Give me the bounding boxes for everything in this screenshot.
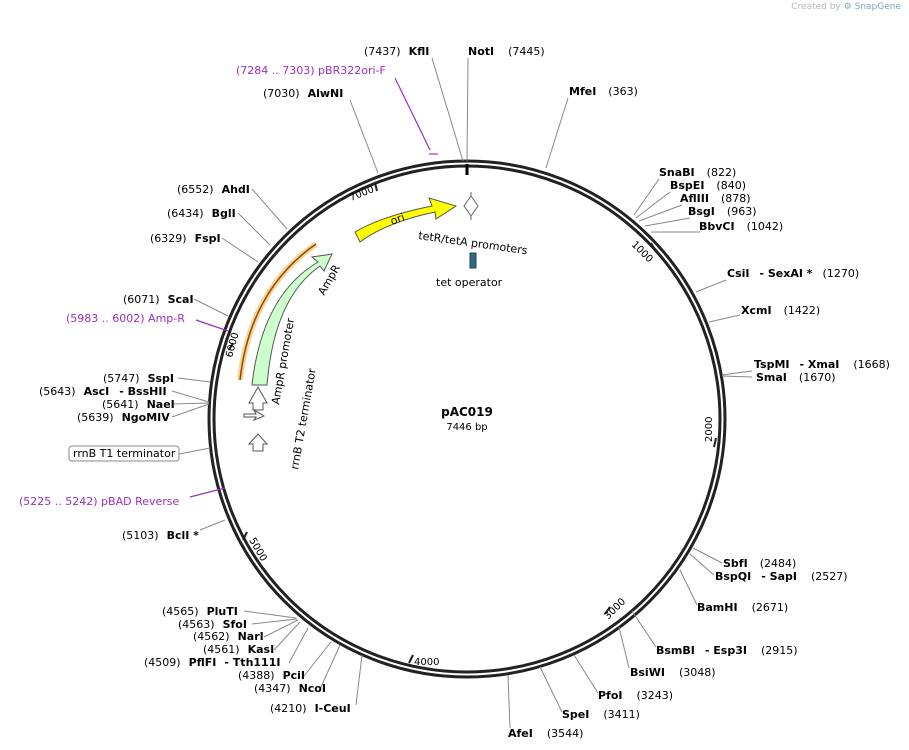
site-bbvci: BbvCI(1042) (699, 220, 783, 233)
site-pflfi: (4509)PflFI- Tth111I (144, 656, 280, 669)
site-bsgi: BsgI(963) (688, 205, 757, 218)
site-bspqi: BspQI- SapI(2527) (715, 570, 848, 583)
primer-pbr322ori-f: (7284 .. 7303) pBR322ori-F (236, 64, 386, 77)
ori-arrow (354, 197, 458, 243)
site-afliii: AflIII(878) (680, 192, 751, 205)
site-bamhi: BamHI(2671) (697, 601, 788, 614)
site-pcii: (4388)PciI (238, 669, 305, 682)
plasmid-name: pAC019 (441, 405, 493, 419)
site-fspi: (6329)FspI (150, 232, 221, 245)
site-leaders (171, 57, 753, 729)
ampr-promoter-arrow (248, 385, 268, 411)
site-sspi: (5747)SspI (103, 372, 174, 385)
rrnb-t1-terminator-icon (247, 433, 269, 452)
site-bgli: (6434)BglI (167, 207, 236, 220)
site-bsiwi: BsiWI(3048) (630, 666, 716, 679)
amp-r-primer-arrow (239, 243, 317, 381)
site-scai: (6071)ScaI (123, 293, 194, 306)
site-ahdi: (6552)AhdI (177, 183, 250, 196)
tick-marks (228, 182, 717, 664)
site-bsmbi: BsmBI- Esp3I(2915) (656, 644, 798, 657)
site-afei: AfeI(3544) (508, 727, 583, 740)
site-iceui: (4210)I-CeuI (270, 702, 351, 715)
credit-brand: SnapGene (854, 2, 901, 12)
site-nari: (4562)NarI (193, 630, 264, 643)
site-xcmi: XcmI(1422) (741, 304, 820, 317)
snapgene-logo: ⚙ SnapGene (843, 2, 901, 12)
site-bcli: (5103)BclI * (122, 529, 199, 542)
primer-marks (189, 77, 438, 498)
credit-prefix: Created by (791, 2, 841, 12)
tet-operator-icon (469, 252, 477, 269)
site-pluti: (4565)PluTI (162, 605, 238, 618)
site-noti: NotI(7445) (468, 45, 545, 58)
site-ncoi: (4347)NcoI (254, 682, 326, 695)
ampr-label: AmpR (315, 262, 343, 297)
site-mfei: MfeI(363) (569, 85, 638, 98)
site-asci: (5643)AscI- BssHII (39, 385, 167, 398)
tet-promoter-icon (463, 192, 479, 220)
primer-amp-r: (5983 .. 6002) Amp-R (66, 312, 185, 325)
tick-4000: 4000 (414, 657, 439, 668)
site-tspmi: TspMI- XmaI(1668) (754, 358, 890, 371)
site-smai: SmaI(1670) (756, 371, 835, 384)
tick-2000: 2000 (704, 417, 715, 442)
site-kasi: (4561)KasI (203, 643, 274, 656)
site-sfoi: (4563)SfoI (178, 618, 247, 631)
ori-label: ori (389, 211, 407, 228)
site-csii: CsiI- SexAI *(1270) (727, 267, 859, 280)
site-snabi: SnaBI(822) (659, 166, 736, 179)
site-sbfi: SbfI(2484) (723, 557, 796, 570)
site-spei: SpeI(3411) (562, 708, 640, 721)
site-naei: (5641)NaeI (102, 398, 175, 411)
site-ngomiv: (5639)NgoMIV (77, 411, 170, 424)
site-pfoi: PfoI(3243) (598, 689, 673, 702)
rrnb-t1-label: rrnB T1 terminator (73, 447, 176, 460)
rrnb-t2-terminator-icon (243, 408, 266, 422)
site-kfli: (7437)KflI (364, 45, 429, 58)
plasmid-size: 7446 bp (446, 422, 487, 433)
primer-pbad-reverse: (5225 .. 5242) pBAD Reverse (19, 495, 180, 508)
rrnb-t2-label: rrnB T2 terminator (288, 367, 319, 471)
rrnb-t1-leader (178, 447, 211, 455)
site-alwni: (7030)AlwNI (263, 87, 343, 100)
ampr-arrow (251, 253, 333, 386)
tet-operator-label: tet operator (436, 276, 503, 289)
snapgene-credit: Created by ⚙ SnapGene (791, 2, 901, 12)
site-bspei: BspEI(840) (670, 179, 746, 192)
